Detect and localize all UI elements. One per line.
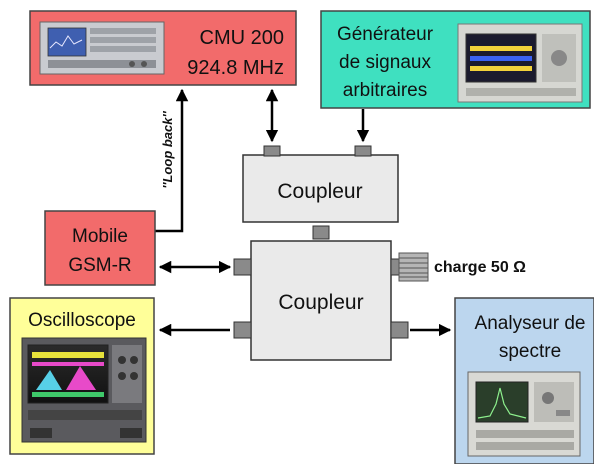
spectrum-analyzer-box: Analyseur de spectre <box>454 297 594 464</box>
cmu-label-model: CMU 200 <box>200 27 284 49</box>
generator-box: Générateur de signaux arbitraires <box>320 10 591 109</box>
analyzer-label-line1: Analyseur de <box>475 313 586 334</box>
cmu-200-box: CMU 200 924.8 MHz <box>29 10 297 86</box>
analyzer-label-line2: spectre <box>499 341 561 362</box>
coupler-top-port-left <box>263 145 281 157</box>
coupler-bottom-port-analyzer <box>390 321 409 339</box>
mobile-gsmr-box: Mobile GSM-R <box>44 210 156 286</box>
load-50-ohm: charge 50 Ω <box>398 252 526 282</box>
coupler-bottom-port-load <box>390 258 400 276</box>
coupler-bottom: Coupleur <box>233 240 409 361</box>
load-label: charge 50 Ω <box>434 259 526 276</box>
analyzer-instrument-image <box>467 371 581 457</box>
generator-label-line1: Générateur <box>337 24 434 45</box>
coupler-link-port <box>312 225 330 240</box>
coupler-top: Coupleur <box>242 145 399 223</box>
oscilloscope-box: Oscilloscope <box>9 297 155 455</box>
coupler-bottom-label: Coupleur <box>278 291 363 314</box>
generator-label-line2: de signaux <box>339 52 431 73</box>
coupler-top-port-right <box>354 145 372 157</box>
coupler-top-label: Coupleur <box>277 180 362 203</box>
loopback-connection: ''Loop back'' <box>155 88 189 233</box>
generator-label-line3: arbitraires <box>343 80 427 101</box>
generator-instrument-image <box>457 23 583 103</box>
mobile-label-line2: GSM-R <box>68 255 131 276</box>
oscilloscope-label: Oscilloscope <box>28 310 136 331</box>
cmu-label-frequency: 924.8 MHz <box>187 57 284 79</box>
cmu-instrument-image <box>39 21 165 75</box>
mobile-label-line1: Mobile <box>72 226 128 247</box>
loopback-label: ''Loop back'' <box>160 110 175 188</box>
oscilloscope-instrument-image <box>21 337 147 443</box>
coupler-bottom-port-oscilloscope <box>233 321 252 339</box>
coupler-bottom-port-mobile <box>233 258 252 276</box>
